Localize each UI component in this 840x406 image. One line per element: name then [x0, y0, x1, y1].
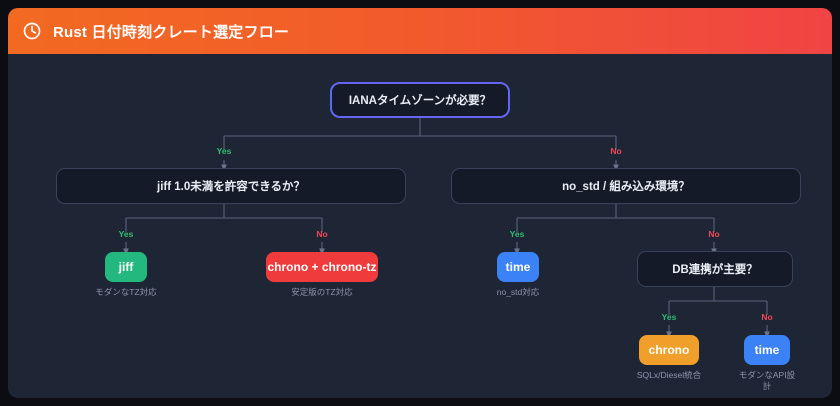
clock-icon — [22, 21, 42, 41]
edge-label-root-yes: Yes — [216, 146, 232, 156]
decision-node-jiff-version[interactable]: jiff 1.0未満を許容できるか？ — [56, 168, 406, 204]
leaf-node-jiff[interactable]: jiff — [105, 252, 147, 282]
decision-node-db-integration[interactable]: DB連携が主要？ — [637, 251, 793, 287]
edge-label-root-no: No — [610, 146, 622, 156]
page-title: Rust 日付時刻クレート選定フロー — [53, 23, 290, 41]
decision-node-label: jiff 1.0未満を許容できるか？ — [157, 181, 305, 193]
edge-label-nostd-no: No — [708, 229, 720, 239]
edge-label-db-yes: Yes — [661, 312, 677, 322]
leaf-caption-time-api: モダンなAPI設計 — [738, 370, 796, 391]
decision-node-nostd[interactable]: no_std / 組み込み環境？ — [451, 168, 801, 204]
leaf-node-label: time — [505, 260, 531, 274]
leaf-caption-chrono-tz: 安定版のTZ対応 — [291, 287, 353, 297]
edge-label-nostd-yes: Yes — [509, 229, 525, 239]
decision-node-iana-timezone[interactable]: IANAタイムゾーンが必要？ — [330, 82, 510, 118]
leaf-node-chrono-tz[interactable]: chrono + chrono-tz — [266, 252, 378, 282]
leaf-caption-jiff: モダンなTZ対応 — [95, 287, 157, 297]
leaf-caption-chrono: SQLx/Diesel統合 — [636, 370, 702, 380]
edge-label-jiff-yes: Yes — [118, 229, 134, 239]
flowchart-canvas: IANAタイムゾーンが必要？ jiff 1.0未満を許容できるか？ no_std… — [8, 54, 832, 398]
decision-node-label: no_std / 組み込み環境？ — [562, 181, 690, 193]
leaf-node-chrono[interactable]: chrono — [639, 335, 699, 365]
leaf-node-label: chrono + chrono-tz — [267, 260, 377, 274]
leaf-node-label: time — [754, 343, 780, 357]
flowchart-card: Rust 日付時刻クレート選定フロー — [8, 8, 832, 398]
edge-label-db-no: No — [761, 312, 773, 322]
leaf-node-time-nostd[interactable]: time — [497, 252, 539, 282]
leaf-node-label: jiff — [118, 260, 134, 274]
decision-node-label: IANAタイムゾーンが必要？ — [348, 95, 492, 107]
edge-label-jiff-no: No — [316, 229, 328, 239]
header-bar: Rust 日付時刻クレート選定フロー — [8, 8, 832, 54]
leaf-node-label: chrono — [648, 343, 690, 357]
leaf-caption-time-nostd: no_std対応 — [496, 287, 540, 297]
leaf-node-time-api[interactable]: time — [744, 335, 790, 365]
decision-node-label: DB連携が主要？ — [672, 264, 758, 276]
